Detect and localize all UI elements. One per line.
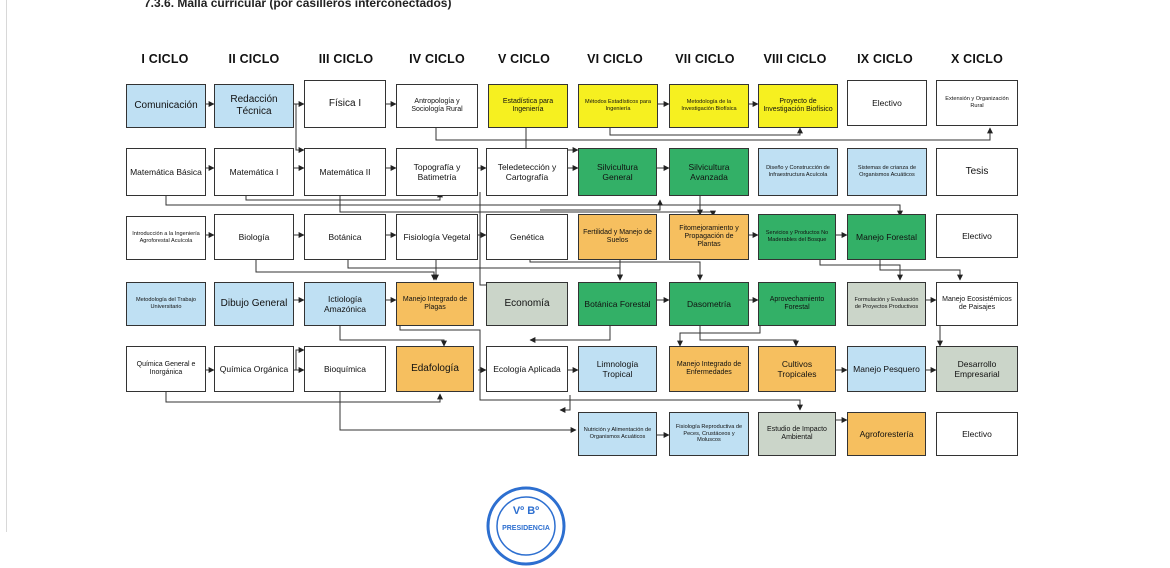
course-redaccion-tecnica: Redacción Técnica [214,84,294,128]
course-nutricion-alimentacion: Nutrición y Alimentación de Organismos A… [578,412,657,456]
course-economia: Economía [486,282,568,326]
course-estudio-impacto-ambiental: Estudio de Impacto Ambiental [758,412,836,456]
presidency-seal: Vº Bº PRESIDENCIA [486,486,566,566]
course-fisiologia-reproductiva: Fisiología Reproductiva de Peces, Crustá… [669,412,749,456]
course-limnologia-tropical: Limnología Tropical [578,346,657,392]
course-topografia-batimetria: Topografía y Batimetría [396,148,478,196]
course-manejo-integrado-plagas: Manejo Integrado de Plagas [396,282,474,326]
course-botanica: Botánica [304,214,386,260]
course-agroforesteria: Agroforestería [847,412,926,456]
course-biologia: Biología [214,214,294,260]
course-dasometria: Dasometría [669,282,749,326]
seal-text-bottom: PRESIDENCIA [502,525,550,532]
course-fisica-i: Física I [304,80,386,128]
course-sistemas-crianza: Sistemas de crianza de Organismos Acuáti… [847,148,927,196]
course-matematica-basica: Matemática Básica [126,148,206,196]
cycle-header-3: III CICLO [318,52,374,66]
course-matematica-ii: Matemática II [304,148,386,196]
course-silvicultura-general: Silvicultura General [578,148,657,196]
course-ictiologia-amazonica: Ictiología Amazónica [304,282,386,326]
course-estadistica-ingenieria: Estadística para Ingeniería [488,84,568,128]
page-margin-rule [6,0,7,532]
course-botanica-forestal: Botánica Forestal [578,282,657,326]
course-extension-organizacion-rural: Extensión y Organización Rural [936,80,1018,126]
course-fisiologia-vegetal: Fisiología Vegetal [396,214,478,260]
course-comunicacion: Comunicación [126,84,206,128]
course-electivo-2: Electivo [936,214,1018,258]
course-introduccion-ingenieria: Introducción a la Ingeniería Agroforesta… [126,216,206,260]
course-electivo-1: Electivo [847,80,927,126]
course-quimica-organica: Química Orgánica [214,346,294,392]
course-diseno-infraestructura-acuicola: Diseño y Construcción de Infraestructura… [758,148,838,196]
course-matematica-i: Matemática I [214,148,294,196]
course-manejo-forestal: Manejo Forestal [847,214,926,260]
course-cultivos-tropicales: Cultivos Tropicales [758,346,836,392]
course-quimica-general-inorganica: Química General e Inorgánica [126,346,206,392]
course-manejo-pesquero: Manejo Pesquero [847,346,926,392]
course-tesis: Tesis [936,148,1018,196]
course-genetica: Genética [486,214,568,260]
course-ecologia-aplicada: Ecología Aplicada [486,346,568,392]
course-formulacion-evaluacion-proyectos: Formulación y Evaluación de Proyectos Pr… [847,282,926,326]
cycle-header-5: V CICLO [497,52,551,66]
course-silvicultura-avanzada: Silvicultura Avanzada [669,148,749,196]
cycle-header-9: IX CICLO [857,52,913,66]
course-fertilidad-manejo-suelos: Fertilidad y Manejo de Suelos [578,214,657,260]
course-fitomejoramiento: Fitomejoramiento y Propagación de Planta… [669,214,749,260]
course-desarrollo-empresarial: Desarrollo Empresarial [936,346,1018,392]
course-edafologia: Edafología [396,346,474,392]
course-metodologia-investigacion: Metodología de la Investigación Biofísic… [669,84,749,128]
cycle-header-10: X CICLO [950,52,1004,66]
course-teledeteccion-cartografia: Teledetección y Cartografía [486,148,568,196]
cycle-header-2: II CICLO [228,52,280,66]
course-bioquimica: Bioquímica [304,346,386,392]
course-antropologia-sociologia-rural: Antropología y Sociología Rural [396,84,478,128]
course-manejo-integrado-enfermedades: Manejo Integrado de Enfermedades [669,346,749,392]
course-dibujo-general: Dibujo General [214,282,294,326]
section-title: 7.3.6. Malla curricular (por casilleros … [144,0,452,10]
cycle-header-4: IV CICLO [409,52,465,66]
course-aprovechamiento-forestal: Aprovechamiento Forestal [758,282,836,326]
course-servicios-productos-no-maderables: Servicios y Productos No Maderables del … [758,214,836,260]
course-metodos-estadisticos: Métodos Estadísticos para Ingeniería [578,84,658,128]
cycle-header-8: VIII CICLO [763,52,827,66]
course-metodologia-trabajo-universitario: Metodología del Trabajo Universitario [126,282,206,326]
cycle-header-7: VII CICLO [675,52,735,66]
course-proyecto-investigacion: Proyecto de Investigación Biofísico [758,84,838,128]
cycle-header-1: I CICLO [141,52,189,66]
seal-text-top: Vº Bº [513,505,539,517]
course-electivo-3: Electivo [936,412,1018,456]
course-manejo-ecosistemicos-paisajes: Manejo Ecosistémicos de Paisajes [936,282,1018,326]
cycle-header-6: VI CICLO [587,52,643,66]
